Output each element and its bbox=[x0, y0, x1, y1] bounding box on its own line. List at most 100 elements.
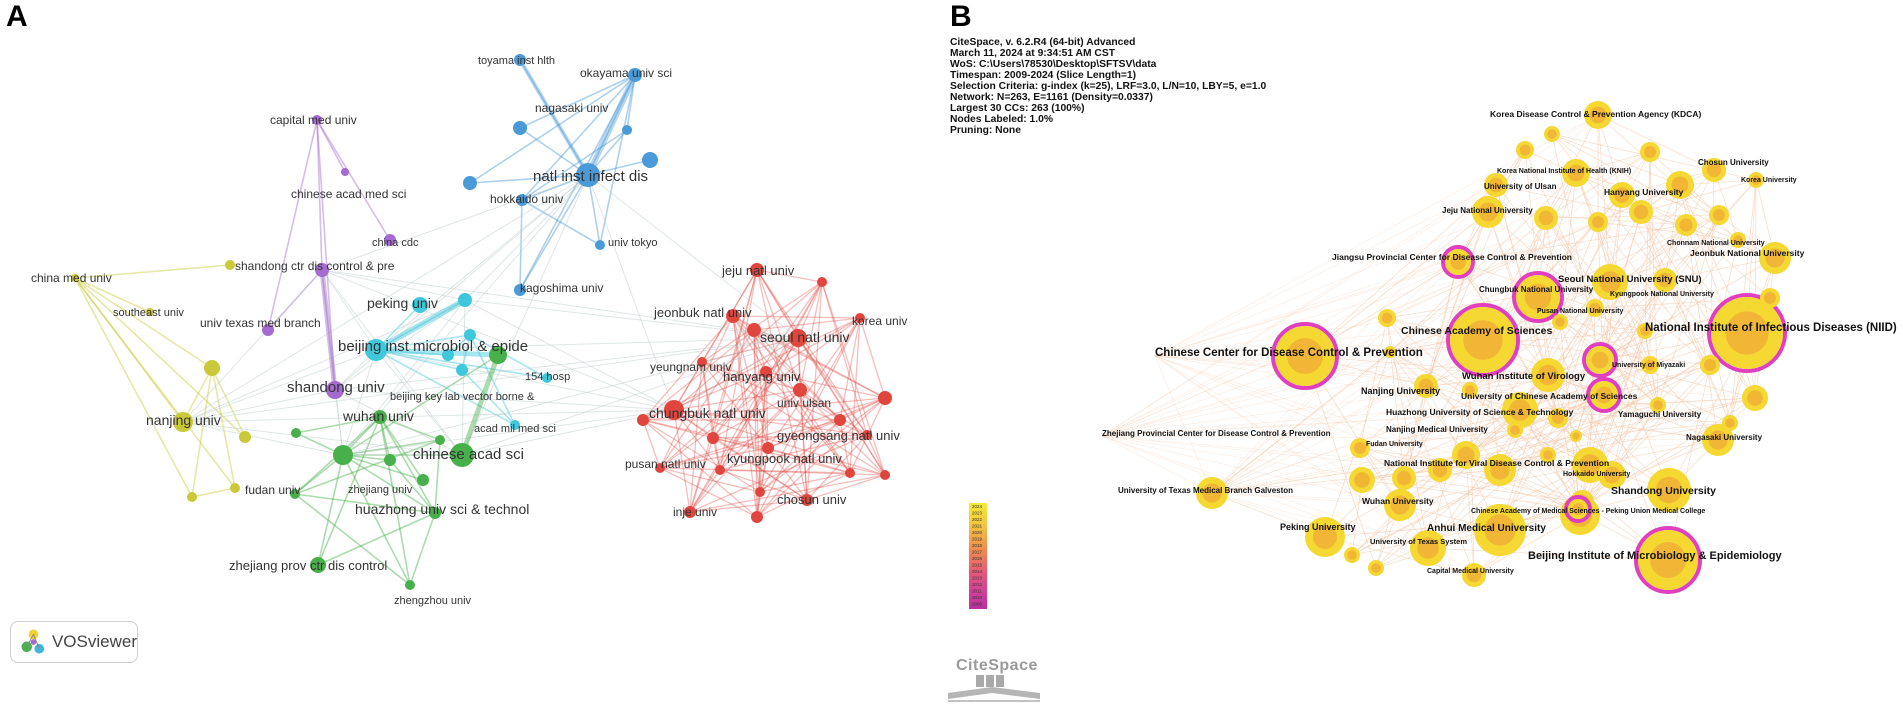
legend-year-label: 2017 bbox=[972, 550, 983, 555]
network-link bbox=[1537, 151, 1651, 298]
network-link bbox=[1603, 281, 1611, 396]
node-ring-inner bbox=[1396, 470, 1412, 486]
network-link bbox=[294, 439, 441, 495]
network-link bbox=[1439, 409, 1521, 471]
network-node bbox=[542, 373, 552, 383]
node-ring-outer bbox=[1410, 530, 1446, 566]
network-link bbox=[321, 269, 377, 351]
network-link bbox=[1469, 172, 1577, 391]
node-label-wuhan-univ: wuhan univ bbox=[342, 408, 414, 424]
network-link bbox=[1154, 355, 1475, 576]
citation-node bbox=[1650, 397, 1666, 413]
node-ring-inner bbox=[1484, 514, 1516, 546]
vosviewer-network: natl inst infect dis toyama inst hlth ok… bbox=[31, 54, 907, 607]
citation-node bbox=[1384, 346, 1396, 358]
info-line: Timespan: 2009-2024 (Slice Length=1) bbox=[950, 70, 1137, 81]
network-link bbox=[464, 174, 589, 301]
node-ring-inner bbox=[1463, 320, 1503, 360]
network-node bbox=[862, 430, 872, 440]
network-link bbox=[434, 439, 441, 514]
network-link bbox=[689, 281, 823, 513]
network-node bbox=[760, 366, 772, 378]
network-link bbox=[375, 299, 466, 351]
node-ring-outer bbox=[1428, 458, 1452, 482]
network-link bbox=[1599, 257, 1776, 361]
network-node bbox=[417, 474, 429, 486]
node-ring-inner bbox=[1574, 494, 1590, 510]
network-link bbox=[342, 409, 675, 456]
network-link bbox=[1575, 397, 1756, 437]
node-ring-inner bbox=[1713, 209, 1725, 221]
network-link bbox=[74, 264, 231, 279]
network-link bbox=[379, 416, 441, 441]
citation-node bbox=[1641, 356, 1659, 374]
network-link bbox=[1597, 194, 1623, 223]
info-line: Nodes Labeled: 1.0% bbox=[950, 114, 1053, 125]
network-node bbox=[751, 511, 763, 523]
network-link bbox=[1581, 394, 1605, 503]
cs-label-ucas: University of Chinese Academy of Science… bbox=[1461, 391, 1638, 401]
node-ring-inner bbox=[1764, 292, 1776, 304]
node-ring-inner bbox=[1567, 164, 1585, 182]
cs-label-chungbuk: Chungbuk National University bbox=[1479, 285, 1594, 294]
network-link bbox=[461, 299, 466, 456]
citation-node bbox=[1484, 173, 1508, 197]
node-label-hokkaido-univ: hokkaido univ bbox=[490, 192, 563, 206]
network-link bbox=[1575, 279, 1666, 437]
network-link bbox=[1101, 394, 1605, 437]
cs-label-pusan: Pusan National University bbox=[1537, 308, 1623, 315]
network-link bbox=[1577, 422, 1731, 510]
network-link bbox=[673, 409, 886, 476]
node-label-zhejiang-univ: zhejiang univ bbox=[348, 484, 413, 496]
network-link bbox=[1324, 454, 1467, 538]
network-link bbox=[1685, 224, 1719, 441]
network-link bbox=[1211, 339, 1484, 494]
network-link bbox=[334, 389, 675, 411]
network-link bbox=[767, 317, 861, 449]
network-node bbox=[845, 468, 855, 478]
network-link bbox=[518, 58, 590, 177]
node-ring-inner bbox=[1650, 542, 1686, 578]
network-link bbox=[1519, 211, 1642, 411]
network-link bbox=[673, 337, 799, 411]
centrality-ring bbox=[1582, 342, 1618, 378]
network-link bbox=[1559, 321, 1613, 476]
network-link bbox=[1499, 464, 1591, 531]
network-link bbox=[753, 329, 758, 518]
node-ring-inner bbox=[1568, 503, 1592, 527]
network-link bbox=[1611, 404, 1659, 476]
network-link bbox=[673, 409, 868, 436]
legend-year-label: 2011 bbox=[972, 589, 982, 594]
network-link bbox=[1599, 279, 1666, 361]
node-ring-inner bbox=[1655, 476, 1683, 504]
node-ring-outer bbox=[1344, 547, 1360, 563]
node-ring-outer bbox=[1647, 468, 1691, 512]
network-link bbox=[1519, 397, 1756, 411]
network-link bbox=[732, 315, 758, 518]
network-link bbox=[1386, 281, 1611, 319]
node-ring-outer bbox=[1592, 264, 1628, 300]
citation-node bbox=[1196, 477, 1228, 509]
network-link bbox=[182, 337, 799, 423]
network-link bbox=[1386, 317, 1501, 471]
network-link bbox=[74, 277, 236, 489]
node-ring-outer bbox=[1392, 466, 1416, 490]
network-link bbox=[1709, 169, 1715, 366]
network-link bbox=[689, 361, 703, 513]
citation-node bbox=[1759, 242, 1791, 274]
legend-year-label: 2021 bbox=[972, 524, 983, 529]
network-link bbox=[1581, 281, 1611, 503]
citation-node bbox=[1410, 530, 1446, 566]
network-node bbox=[628, 68, 642, 82]
node-ring-inner bbox=[1555, 317, 1565, 327]
legend-year-label: 2023 bbox=[972, 511, 983, 516]
node-ring-outer bbox=[1544, 126, 1560, 142]
node-ring-outer bbox=[1384, 489, 1416, 521]
network-link bbox=[759, 371, 767, 493]
network-link bbox=[1399, 261, 1459, 506]
network-link bbox=[1679, 184, 1731, 424]
citation-node bbox=[1609, 182, 1635, 208]
network-node bbox=[880, 470, 890, 480]
network-link bbox=[1154, 355, 1429, 549]
network-link bbox=[1211, 454, 1467, 494]
